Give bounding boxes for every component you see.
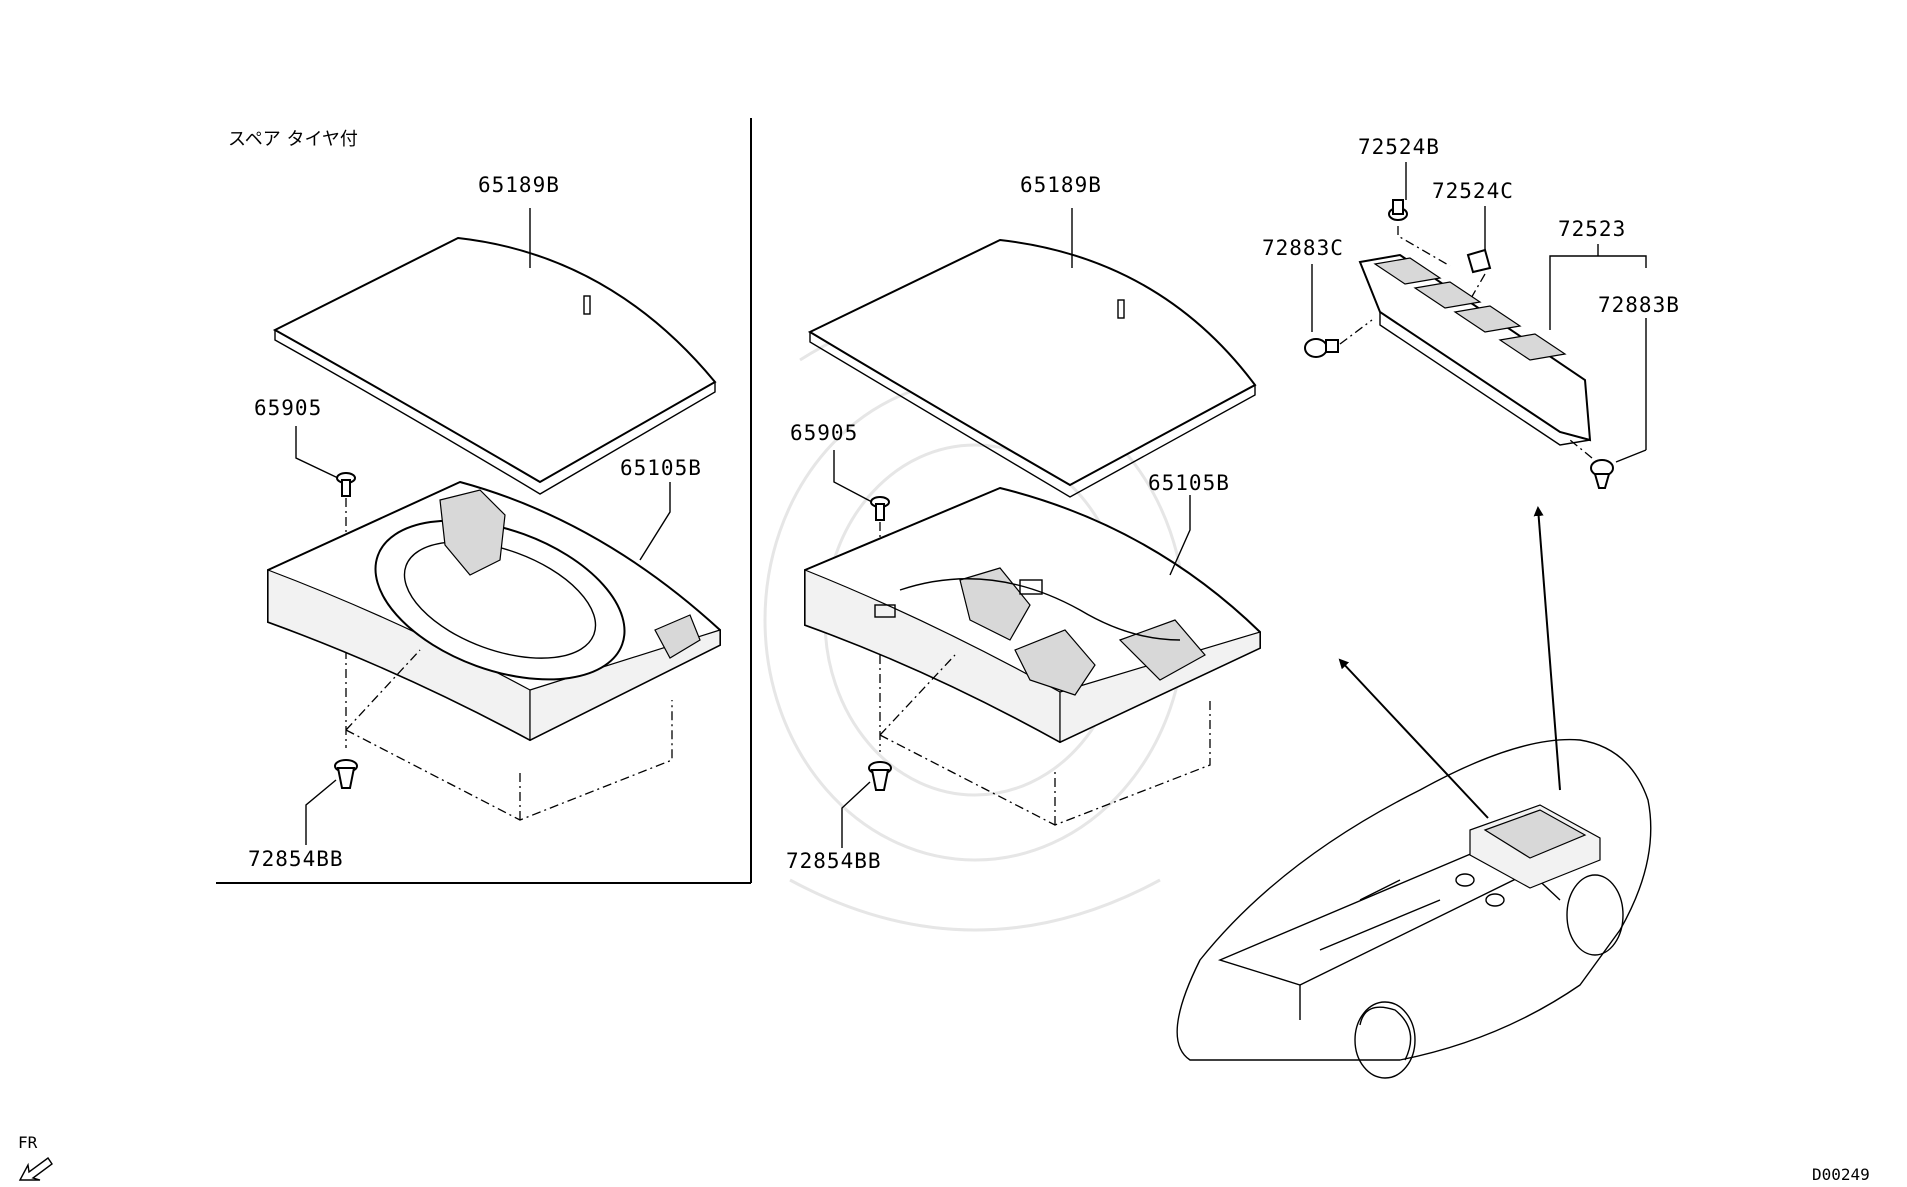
direction-label: FR xyxy=(18,1133,38,1152)
label-clip-left: 72883C xyxy=(1262,236,1344,260)
clip-part[interactable] xyxy=(868,761,892,791)
fr-direction: FR xyxy=(18,1133,53,1181)
leader-line xyxy=(639,482,671,561)
center-group: 65189B 65905 65105B xyxy=(786,173,1261,873)
leader-line xyxy=(295,426,339,479)
projection-line xyxy=(345,700,673,821)
leader-line xyxy=(833,450,873,503)
storage-tray-tools[interactable] xyxy=(804,486,1261,744)
fr-arrow-icon xyxy=(18,1157,53,1181)
label-trim-panel: 72523 xyxy=(1558,217,1626,241)
leader-line xyxy=(841,781,871,848)
projection-line xyxy=(1469,273,1486,301)
luggage-trim-panel[interactable] xyxy=(1358,253,1592,446)
leader-line xyxy=(1169,495,1191,576)
label-cover-left: 65189B xyxy=(478,173,560,197)
projection-line xyxy=(345,649,421,731)
clip-part[interactable] xyxy=(1590,459,1614,489)
car-outline-icon xyxy=(1176,738,1652,1079)
bracket-line xyxy=(1549,255,1647,268)
diagram-code: D00249 xyxy=(1812,1165,1870,1184)
clip-part[interactable] xyxy=(1304,338,1339,358)
label-screw-left: 65905 xyxy=(254,396,322,420)
label-cover-center: 65189B xyxy=(1020,173,1102,197)
label-tray-center: 65105B xyxy=(1148,471,1230,495)
clip-part[interactable] xyxy=(334,759,358,789)
cargo-cover-board[interactable] xyxy=(272,236,717,495)
pin-part[interactable] xyxy=(1388,199,1408,221)
projection-line xyxy=(879,700,1211,826)
screw-part[interactable] xyxy=(870,496,890,521)
leader-line xyxy=(1615,449,1647,463)
label-nut: 72524C xyxy=(1432,179,1514,203)
leader-line xyxy=(305,779,337,845)
label-clip-left: 72854BB xyxy=(248,847,344,871)
left-group: スペア タイヤ付 65189B 65905 65105B xyxy=(216,118,752,884)
callout-arrow-icon xyxy=(1338,506,1561,819)
screw-part[interactable] xyxy=(336,472,356,497)
right-group: 72524B 72524C 72883C 72523 xyxy=(1262,135,1680,489)
cargo-cover-board[interactable] xyxy=(807,238,1257,498)
storage-tray-spare[interactable] xyxy=(267,480,721,742)
projection-line xyxy=(1397,226,1451,267)
section-note: スペア タイヤ付 xyxy=(228,129,358,150)
projection-line xyxy=(1339,319,1373,345)
label-screw-center: 65905 xyxy=(790,421,858,445)
projection-line xyxy=(1569,439,1593,459)
label-clip-center: 72854BB xyxy=(786,849,882,873)
label-tray-left: 65105B xyxy=(620,456,702,480)
label-pin-top: 72524B xyxy=(1358,135,1440,159)
nut-part[interactable] xyxy=(1466,248,1492,274)
label-clip-right: 72883B xyxy=(1598,293,1680,317)
